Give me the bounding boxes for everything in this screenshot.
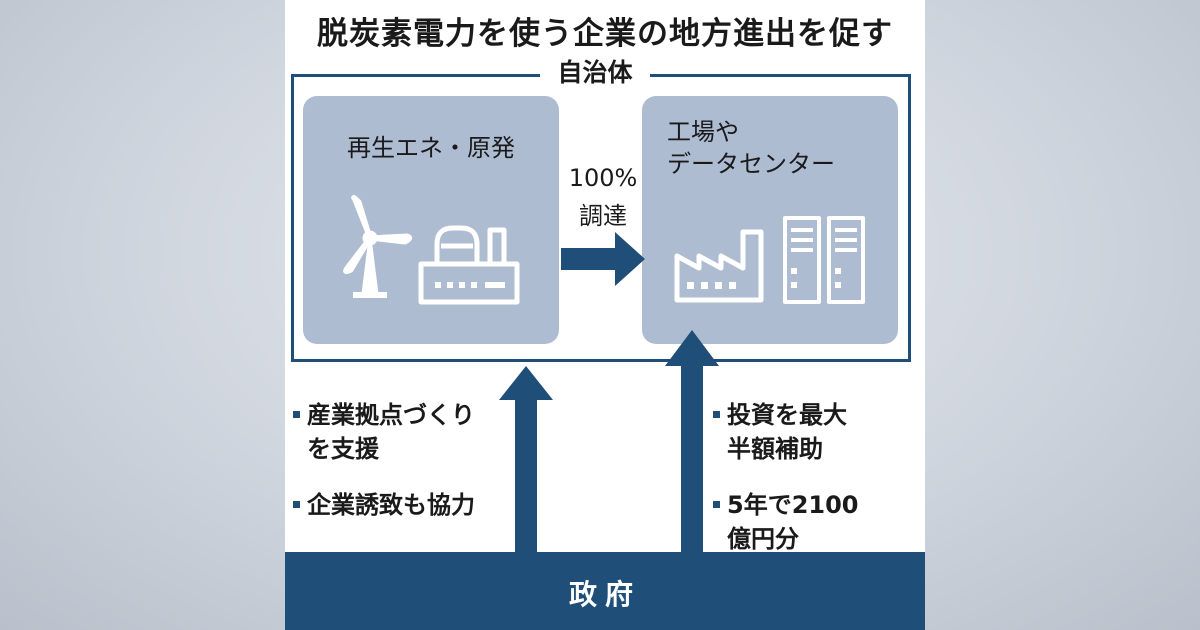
diagram-graphics — [343, 194, 865, 554]
bullet-attract-companies: 企業誘致も協力 — [293, 488, 475, 522]
bullet-budget: 5年で2100 — [713, 488, 859, 522]
bullet-text: 企業誘致も協力 — [307, 491, 475, 519]
bullet-text: 投資を最大 — [727, 401, 847, 429]
procurement-label: 調達 — [579, 202, 627, 230]
government-label: 政府 — [568, 578, 641, 611]
procurement-percent: 100% — [568, 164, 638, 192]
bullet-industrial-hub-cont: を支援 — [307, 435, 379, 463]
bullet-marker — [293, 410, 300, 418]
procurement-arrow — [561, 232, 645, 286]
support-arrow-left — [499, 366, 553, 554]
local-government-label: 自治体 — [540, 56, 650, 90]
facility-label-line1: 工場や — [667, 118, 739, 146]
bullet-marker — [293, 500, 300, 508]
bullet-text: 5年で2100 — [727, 491, 859, 519]
wind-turbine-icon — [343, 194, 413, 298]
nuclear-plant-icon — [418, 225, 520, 305]
support-arrow-right — [665, 330, 719, 554]
energy-source-label: 再生エネ・原発 — [347, 134, 515, 162]
diagram-title: 脱炭素電力を使う企業の地方進出を促す — [317, 16, 893, 52]
factory-icon — [674, 229, 764, 303]
diagram-card: 脱炭素電力を使う企業の地方進出を促す 自治体 再生エネ・原発 工場や データセン… — [285, 0, 925, 630]
bullet-marker — [713, 500, 720, 508]
facility-label-line2: データセンター — [667, 150, 835, 178]
bullet-investment-subsidy: 投資を最大 — [713, 398, 847, 432]
bullet-marker — [713, 410, 720, 418]
bullet-text: 産業拠点づくり — [307, 401, 475, 429]
bullet-industrial-hub: 産業拠点づくり — [293, 398, 475, 432]
bullet-investment-subsidy-cont: 半額補助 — [727, 435, 823, 463]
data-center-icon — [783, 216, 865, 304]
bullet-budget-cont: 億円分 — [727, 525, 799, 553]
government-bar — [285, 552, 925, 630]
